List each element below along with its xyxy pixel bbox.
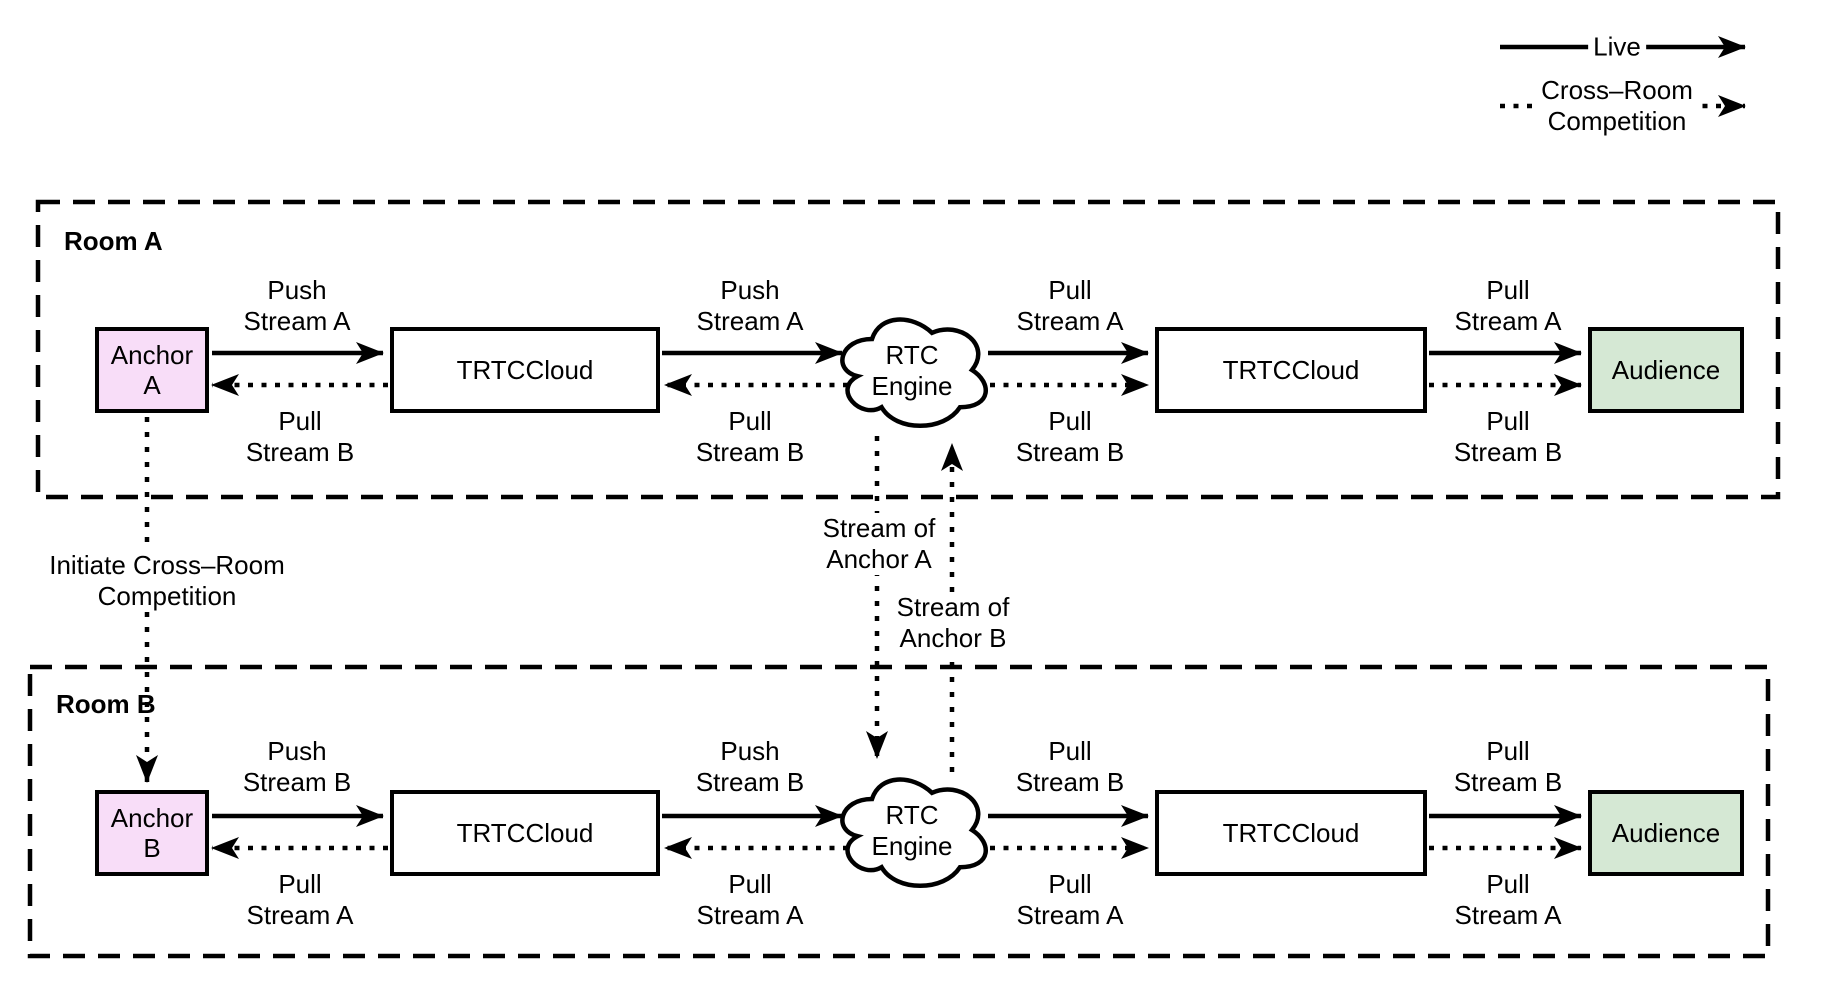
label-b-push-1: Push Stream B xyxy=(242,736,352,797)
label-a-push-1: Push Stream A xyxy=(243,275,351,336)
room-b-title: Room B xyxy=(56,689,156,719)
legend-live-label: Live xyxy=(1588,31,1646,63)
rtc-engine-cloud-room-a xyxy=(840,317,988,428)
label-a-pull-4: Pull Stream B xyxy=(1015,406,1125,467)
audience-b-node: Audience xyxy=(1588,790,1744,876)
trtccloud-a-right-node: TRTCCloud xyxy=(1155,327,1427,413)
label-b-pull-4: Pull Stream A xyxy=(1016,869,1124,930)
label-b-pull-6: Pull Stream A xyxy=(1454,869,1562,930)
label-a-pull-6: Pull Stream B xyxy=(1453,406,1563,467)
label-b-pull-2: Pull Stream A xyxy=(696,869,804,930)
label-b-pull-3: Pull Stream B xyxy=(1015,736,1125,797)
trtccloud-b-left-node: TRTCCloud xyxy=(390,790,660,876)
legend-cross-room-label: Cross–Room Competition xyxy=(1536,75,1698,137)
stream-of-anchor-a-label: Stream of Anchor A xyxy=(817,513,941,575)
room-a-title: Room A xyxy=(64,226,163,256)
label-a-pull-3: Pull Stream A xyxy=(1016,275,1124,336)
label-a-pull-2: Pull Stream B xyxy=(695,406,805,467)
label-a-push-2: Push Stream A xyxy=(696,275,804,336)
rtc-engine-a-label: RTC Engine xyxy=(871,340,953,401)
rtc-engine-b-label: RTC Engine xyxy=(871,800,953,861)
initiate-cross-room-label: Initiate Cross–Room Competition xyxy=(44,550,290,612)
label-b-pull-5: Pull Stream B xyxy=(1453,736,1563,797)
stream-of-anchor-b-label: Stream of Anchor B xyxy=(891,592,1015,654)
room-a-border xyxy=(35,199,1781,500)
anchor-b-node: Anchor B xyxy=(95,790,209,876)
label-a-pull-1: Pull Stream B xyxy=(245,406,355,467)
audience-a-node: Audience xyxy=(1588,327,1744,413)
rtc-engine-cloud-room-b xyxy=(840,777,988,888)
label-b-pull-1: Pull Stream A xyxy=(246,869,354,930)
label-a-pull-5: Pull Stream A xyxy=(1454,275,1562,336)
label-b-push-2: Push Stream B xyxy=(695,736,805,797)
trtccloud-a-left-node: TRTCCloud xyxy=(390,327,660,413)
trtccloud-b-right-node: TRTCCloud xyxy=(1155,790,1427,876)
anchor-a-node: Anchor A xyxy=(95,327,209,413)
